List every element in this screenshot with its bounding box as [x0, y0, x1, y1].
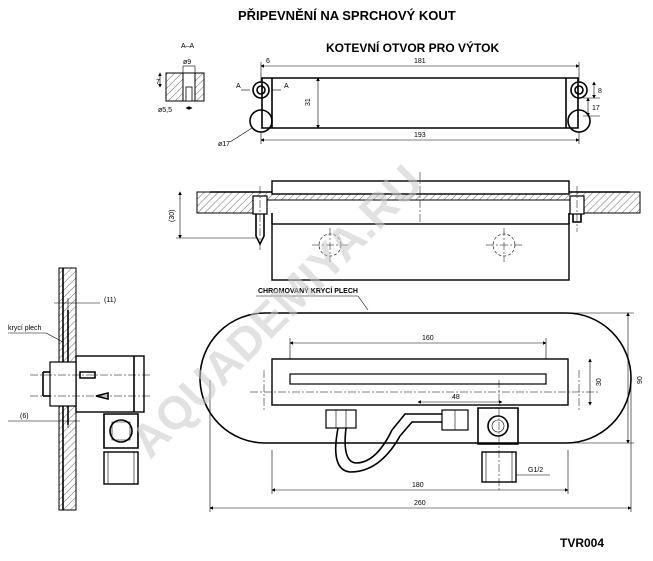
- dim-31: 31: [305, 98, 312, 106]
- section-label: A–A: [181, 43, 195, 50]
- cover-plate-label: CHROMOVANÝ KRYCÍ PLECH: [258, 286, 358, 295]
- left-profile-view: (11) krycí plech (6): [8, 267, 150, 511]
- dim-d17: ø17: [218, 141, 230, 148]
- side-view-assembly: (30): [169, 172, 641, 281]
- dim-6: 6: [266, 58, 270, 65]
- dim-180: 180: [412, 482, 424, 489]
- dim-d55: ø5,5: [158, 107, 172, 114]
- dim-h7: 7: [156, 79, 160, 86]
- cover-label-short: krycí plech: [8, 325, 42, 332]
- dim-30-front: 30: [596, 378, 603, 386]
- dim-181: 181: [414, 58, 426, 65]
- dim-d9: ø9: [183, 59, 191, 66]
- cut-mark-a-right: A: [284, 83, 289, 90]
- dim-90: 90: [637, 376, 644, 384]
- drawing-code: TVR004: [560, 536, 604, 550]
- dim-260: 260: [414, 500, 426, 507]
- dim-160: 160: [422, 335, 434, 342]
- dim-30-side: (30): [169, 210, 176, 222]
- main-title: PŘIPEVNĚNÍ NA SPRCHOVÝ KOUT: [238, 8, 456, 23]
- watermark: AQUADEMIYA.RU: [120, 155, 432, 467]
- front-view-cover: CHROMOVANÝ KRYCÍ PLECH 160 30 90 48: [199, 286, 644, 512]
- thread-label: G1/2: [528, 467, 543, 474]
- section-aa-detail: ø9 7 ø5,5: [156, 59, 205, 114]
- dim-17: 17: [592, 105, 600, 112]
- dim-8: 8: [598, 88, 602, 95]
- top-view-rail: 181 6 193 31 8 17 ø17 A A: [218, 58, 602, 148]
- dim-48: 48: [452, 394, 460, 401]
- cut-mark-a-left: A: [236, 83, 241, 90]
- dim-11: (11): [104, 297, 116, 304]
- dim-193: 193: [414, 132, 426, 139]
- anchor-hole-title: KOTEVNÍ OTVOR PRO VÝTOK: [326, 40, 499, 55]
- dim-6-left: (6): [20, 413, 29, 420]
